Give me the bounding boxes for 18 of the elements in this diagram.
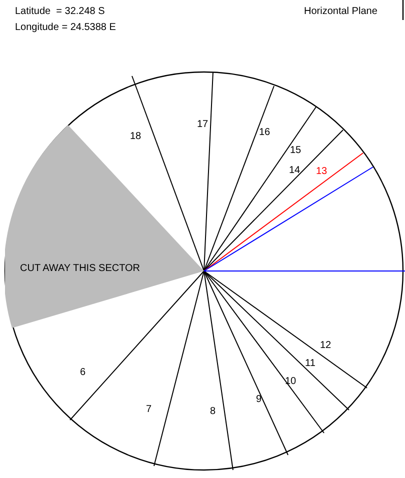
hour-number: 16 [259, 127, 270, 139]
hour-number: 17 [197, 119, 208, 131]
hour-number: 15 [290, 145, 302, 157]
hour-number: 18 [130, 131, 142, 143]
hour-number: 9 [256, 394, 262, 406]
hour-number: 13 [316, 166, 328, 178]
hour-number: 10 [285, 376, 296, 388]
coordinate-text: Latitude = 32.248 S [15, 6, 105, 18]
hour-number: 11 [305, 358, 316, 370]
hour-number: 6 [80, 367, 86, 379]
hour-number: 14 [289, 165, 300, 177]
sector-label: CUT AWAY THIS SECTOR [20, 263, 140, 275]
coordinate-text: Longitude = 24.5388 E [15, 22, 116, 34]
hour-number: 12 [320, 340, 332, 352]
hour-number: 8 [210, 406, 216, 418]
hour-number: 7 [146, 404, 152, 416]
cut-away-sector [5, 125, 205, 331]
title: Horizontal Plane [304, 6, 378, 18]
